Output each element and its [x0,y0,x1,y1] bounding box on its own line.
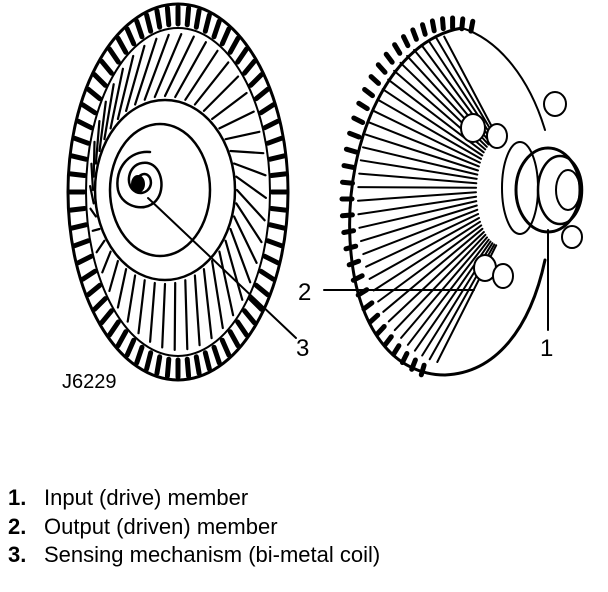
right-coupling-rear-view [339,15,584,378]
left-coupling-front-view [66,2,290,382]
legend-item: 3. Sensing mechanism (bi-metal coil) [8,541,380,570]
legend-item: 2. Output (driven) member [8,513,380,542]
legend-number: 2. [8,513,27,539]
legend-item: 1. Input (drive) member [8,484,380,513]
legend: 1. Input (drive) member 2. Output (driven)… [8,484,380,570]
viscous-coupling-diagram: 1 2 3 J6229 [62,2,584,393]
legend-text: Sensing mechanism (bi-metal coil) [44,542,381,567]
callout-1: 1 [540,335,553,362]
legend-number: 1. [8,485,27,510]
outer-cooling-ribs [67,4,289,380]
rear-rim-teeth [339,15,476,378]
legend-text: Input (drive) member [44,485,249,510]
figure-code: J6229 [62,371,117,393]
leader-line-3 [147,197,297,339]
bimetal-coil [116,150,163,209]
callout-2: 2 [298,279,311,306]
legend-text: Output (driven) member [44,513,278,539]
callout-3: 3 [296,335,309,362]
legend-number: 3. [8,542,27,567]
inner-fins [88,32,267,351]
